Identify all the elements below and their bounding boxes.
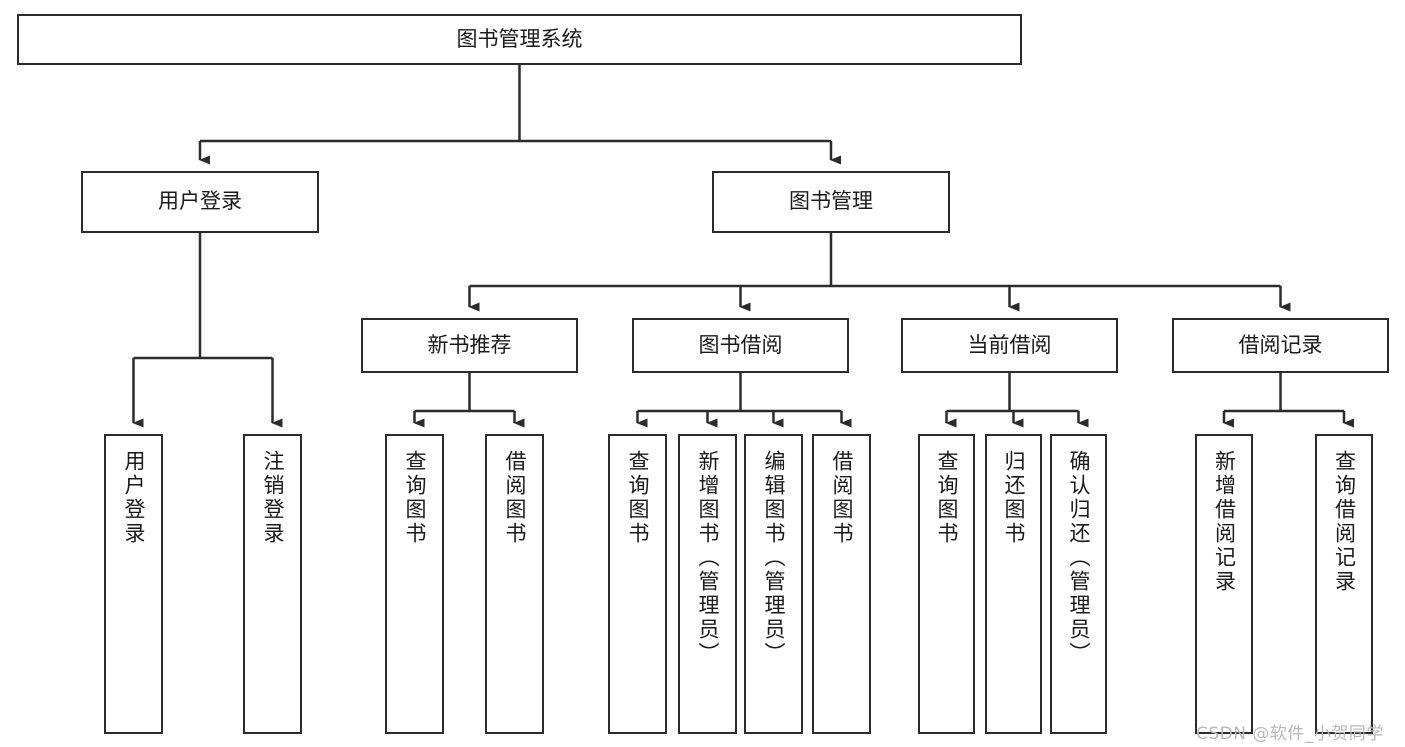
node-leaf-cur-2[interactable]: 归还图书 xyxy=(985,434,1042,734)
node-label: 用户登录 xyxy=(158,189,242,214)
node-label: 查询图书 xyxy=(403,450,427,546)
node-label: 查询图书 xyxy=(935,450,959,546)
node-leaf-borrow-4[interactable]: 借阅图书 xyxy=(812,434,871,734)
node-label: 图书管理 xyxy=(789,189,873,214)
node-root[interactable]: 图书管理系统 xyxy=(17,14,1022,65)
node-label: 查询图书 xyxy=(626,450,650,546)
node-label: 借阅图书 xyxy=(503,450,527,546)
node-leaf-borrow-1[interactable]: 查询图书 xyxy=(608,434,667,734)
node-leaf-new-1[interactable]: 查询图书 xyxy=(385,434,444,734)
node-label: 编辑图书（管理员） xyxy=(762,450,786,666)
node-label: 借阅图书 xyxy=(830,450,854,546)
node-leaf-cur-1[interactable]: 查询图书 xyxy=(918,434,975,734)
node-label: 查询借阅记录 xyxy=(1332,450,1357,594)
node-label: 图书管理系统 xyxy=(456,26,583,51)
node-label: 注销登录 xyxy=(261,450,285,546)
node-leaf-rec-1[interactable]: 新增借阅记录 xyxy=(1195,434,1253,734)
node-leaf-borrow-2[interactable]: 新增图书（管理员） xyxy=(678,434,737,734)
node-label: 新书推荐 xyxy=(427,332,512,357)
node-leaf-new-2[interactable]: 借阅图书 xyxy=(485,434,544,734)
node-label: 新增图书（管理员） xyxy=(696,450,720,666)
node-label: 新增借阅记录 xyxy=(1212,450,1237,594)
node-label: 归还图书 xyxy=(1002,450,1026,546)
node-newbook[interactable]: 新书推荐 xyxy=(361,318,578,373)
node-label: 图书借阅 xyxy=(698,332,783,357)
node-leaf-borrow-3[interactable]: 编辑图书（管理员） xyxy=(744,434,803,734)
node-borrow[interactable]: 图书借阅 xyxy=(632,318,849,373)
node-current[interactable]: 当前借阅 xyxy=(901,318,1118,373)
node-leaf-login-1[interactable]: 用户登录 xyxy=(104,434,163,734)
node-label: 用户登录 xyxy=(122,450,146,546)
node-leaf-rec-2[interactable]: 查询借阅记录 xyxy=(1315,434,1373,734)
node-bookmgmt[interactable]: 图书管理 xyxy=(712,171,950,233)
node-leaf-cur-3[interactable]: 确认归还（管理员） xyxy=(1050,434,1107,734)
node-leaf-login-2[interactable]: 注销登录 xyxy=(243,434,302,734)
node-label: 确认归还（管理员） xyxy=(1067,450,1091,666)
node-login[interactable]: 用户登录 xyxy=(81,171,319,233)
node-label: 借阅记录 xyxy=(1238,332,1323,357)
node-records[interactable]: 借阅记录 xyxy=(1172,318,1389,373)
csdn-watermark: CSDN @软件_小贺同学 xyxy=(1196,724,1384,744)
node-label: 当前借阅 xyxy=(967,332,1052,357)
